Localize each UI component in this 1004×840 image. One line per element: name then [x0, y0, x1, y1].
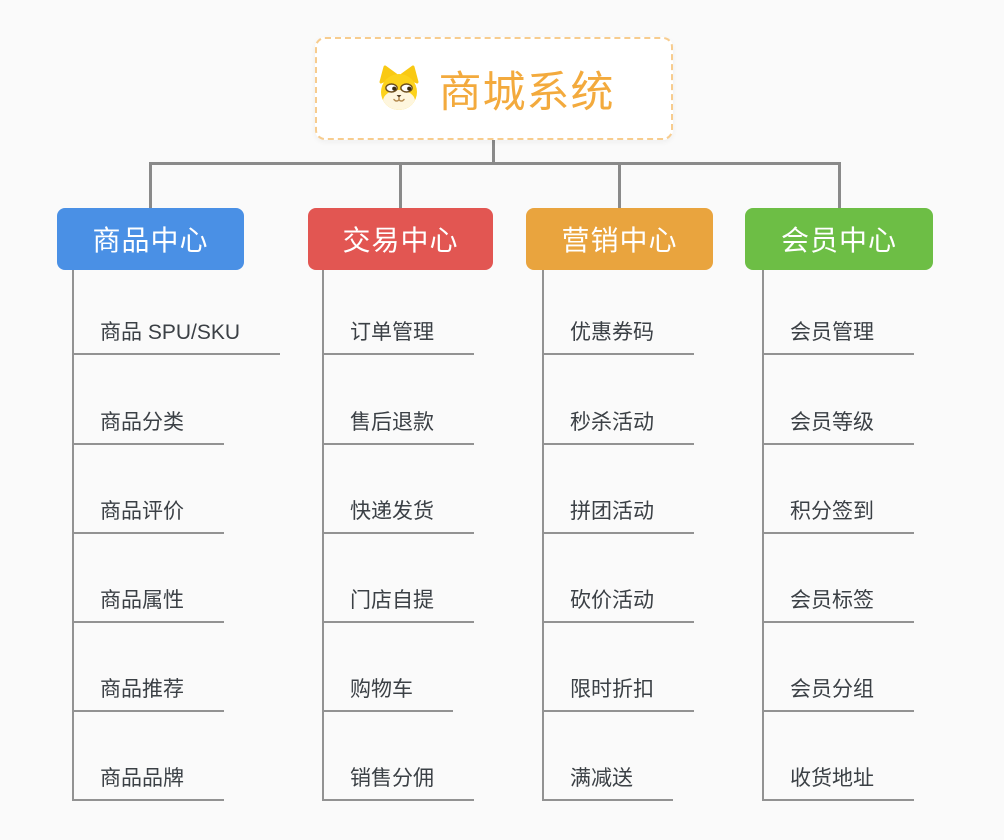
branch-node-trade[interactable]: 交易中心 [308, 208, 493, 270]
leaf-node[interactable]: 秒杀活动 [542, 412, 694, 445]
connector-column-line-4 [762, 270, 764, 801]
doge-icon [379, 65, 418, 110]
connector-root-stem [492, 140, 495, 165]
leaf-node[interactable]: 商品 SPU/SKU [72, 322, 281, 355]
leaf-node[interactable]: 会员等级 [762, 412, 914, 445]
connector-column-line-3 [542, 270, 544, 801]
leaf-node[interactable]: 门店自提 [322, 590, 474, 623]
connector-top-rail [149, 162, 841, 165]
leaf-node[interactable]: 商品评价 [72, 501, 224, 534]
leaf-node[interactable]: 快递发货 [322, 501, 474, 534]
leaf-node[interactable]: 商品分类 [72, 412, 224, 445]
leaf-node[interactable]: 商品推荐 [72, 679, 224, 712]
leaf-node[interactable]: 限时折扣 [542, 679, 694, 712]
leaf-node[interactable]: 砍价活动 [542, 590, 694, 623]
branch-node-marketing[interactable]: 营销中心 [526, 208, 713, 270]
leaf-node[interactable]: 积分签到 [762, 501, 914, 534]
leaf-node[interactable]: 商品品牌 [72, 768, 224, 801]
branch-node-member[interactable]: 会员中心 [745, 208, 933, 270]
connector-branch-stem-4 [838, 164, 841, 208]
leaf-node[interactable]: 会员管理 [762, 322, 914, 355]
connector-column-line-1 [72, 270, 74, 801]
leaf-node[interactable]: 会员分组 [762, 679, 914, 712]
leaf-node[interactable]: 会员标签 [762, 590, 914, 623]
root-title: 商城系统 [438, 68, 615, 117]
connector-branch-stem-2 [399, 164, 402, 208]
connector-column-line-2 [322, 270, 324, 801]
connector-branch-stem-1 [149, 164, 152, 208]
root-node[interactable]: 商城系统 [315, 37, 673, 140]
leaf-node[interactable]: 满减送 [542, 768, 673, 801]
connector-branch-stem-3 [618, 164, 621, 208]
leaf-node[interactable]: 优惠券码 [542, 322, 694, 355]
leaf-node[interactable]: 购物车 [322, 679, 453, 712]
leaf-node[interactable]: 拼团活动 [542, 501, 694, 534]
leaf-node[interactable]: 商品属性 [72, 590, 224, 623]
leaf-node[interactable]: 售后退款 [322, 412, 474, 445]
leaf-node[interactable]: 订单管理 [322, 322, 474, 355]
branch-node-product[interactable]: 商品中心 [57, 208, 244, 270]
leaf-node[interactable]: 销售分佣 [322, 768, 474, 801]
leaf-node[interactable]: 收货地址 [762, 768, 914, 801]
